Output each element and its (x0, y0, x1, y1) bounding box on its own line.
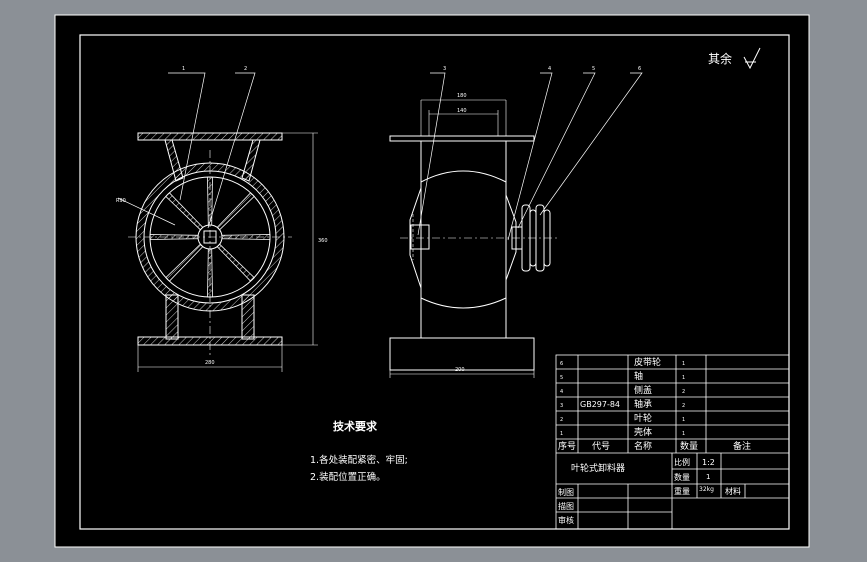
dim-width: 280 (205, 360, 215, 366)
roughness-check-icon (743, 47, 761, 70)
drawing-sheet (54, 14, 810, 548)
bom-cell-qty: 2 (682, 389, 685, 395)
balloon-6: 6 (638, 66, 641, 72)
dim-height: 360 (318, 238, 328, 244)
bom-cell-name: 轴承 (634, 398, 652, 410)
balloon-3: 3 (443, 66, 446, 72)
impeller-blade (207, 248, 213, 298)
side-view (389, 72, 643, 378)
tech-req-title: 技术要求 (333, 419, 378, 433)
bom-header-qty: 数量 (680, 440, 698, 452)
bom-cell-name: 叶轮 (634, 412, 652, 424)
scale-label: 比例 (674, 457, 690, 467)
bom-header-code: 代号 (592, 441, 610, 452)
front-view (117, 72, 318, 372)
bom-cell-name: 侧盖 (634, 384, 652, 396)
impeller-blades (149, 176, 271, 298)
bom-cell-qty: 2 (682, 403, 685, 409)
balloon-5: 5 (592, 66, 595, 72)
impeller-blade (165, 243, 204, 282)
material-label: 材料 (725, 486, 741, 496)
dim-top-inner: 140 (457, 108, 467, 114)
dim-base: 200 (455, 367, 465, 373)
qty-value: 1 (706, 473, 710, 481)
impeller-blade (165, 192, 204, 231)
balloon-4: 4 (548, 66, 551, 72)
qty-label: 数量 (674, 472, 690, 482)
bom-table: 6 皮带轮 1 5 轴 1 4 侧盖 2 3 GB297-84 轴承 2 2 叶轮 1 1 壳体 1 (560, 356, 685, 438)
balloon-1: 1 (182, 66, 185, 72)
bom-cell-no: 6 (560, 361, 563, 367)
dim-top-outer: 180 (457, 93, 467, 99)
impeller-blade (216, 243, 255, 282)
bom-cell-qty: 1 (682, 417, 685, 423)
weight-value: 32kg (699, 486, 714, 493)
drawing-border (79, 34, 790, 530)
bom-cell-no: 2 (560, 417, 563, 423)
bom-cell-no: 4 (560, 389, 563, 395)
impeller-blade (216, 192, 255, 231)
scale-value: 1:2 (702, 458, 715, 467)
drawing-name: 叶轮式卸料器 (571, 462, 625, 474)
balloon-2: 2 (244, 66, 247, 72)
draw-label: 制图 (558, 487, 574, 497)
tech-req-item-2: 2.装配位置正确。 (310, 471, 386, 483)
bom-header-name: 名称 (634, 440, 652, 452)
bom-cell-name: 壳体 (634, 426, 652, 438)
bom-header-no: 序号 (558, 440, 576, 452)
bom-cell-qty: 1 (682, 375, 685, 381)
impeller-blade (149, 234, 199, 240)
dim-radius: R90 (116, 198, 126, 204)
tech-req-item-1: 1.各处装配紧密、牢固; (310, 454, 408, 466)
bom-cell-name: 轴 (634, 370, 643, 382)
bom-cell-qty: 1 (682, 431, 685, 437)
bom-cell-no: 1 (560, 431, 563, 437)
title-block (555, 354, 790, 530)
bom-cell-qty: 1 (682, 361, 685, 367)
surface-finish-note: 其余 (708, 51, 732, 66)
bom-cell-no: 5 (560, 375, 563, 381)
check-label: 审核 (558, 515, 574, 525)
bom-cell-code: GB297-84 (580, 400, 620, 409)
bom-cell-no: 3 (560, 403, 563, 409)
describe-label: 描图 (558, 501, 574, 511)
bom-cell-name: 皮带轮 (634, 356, 661, 368)
bom-header-remark: 备注 (733, 440, 751, 452)
weight-label: 重量 (674, 486, 690, 496)
